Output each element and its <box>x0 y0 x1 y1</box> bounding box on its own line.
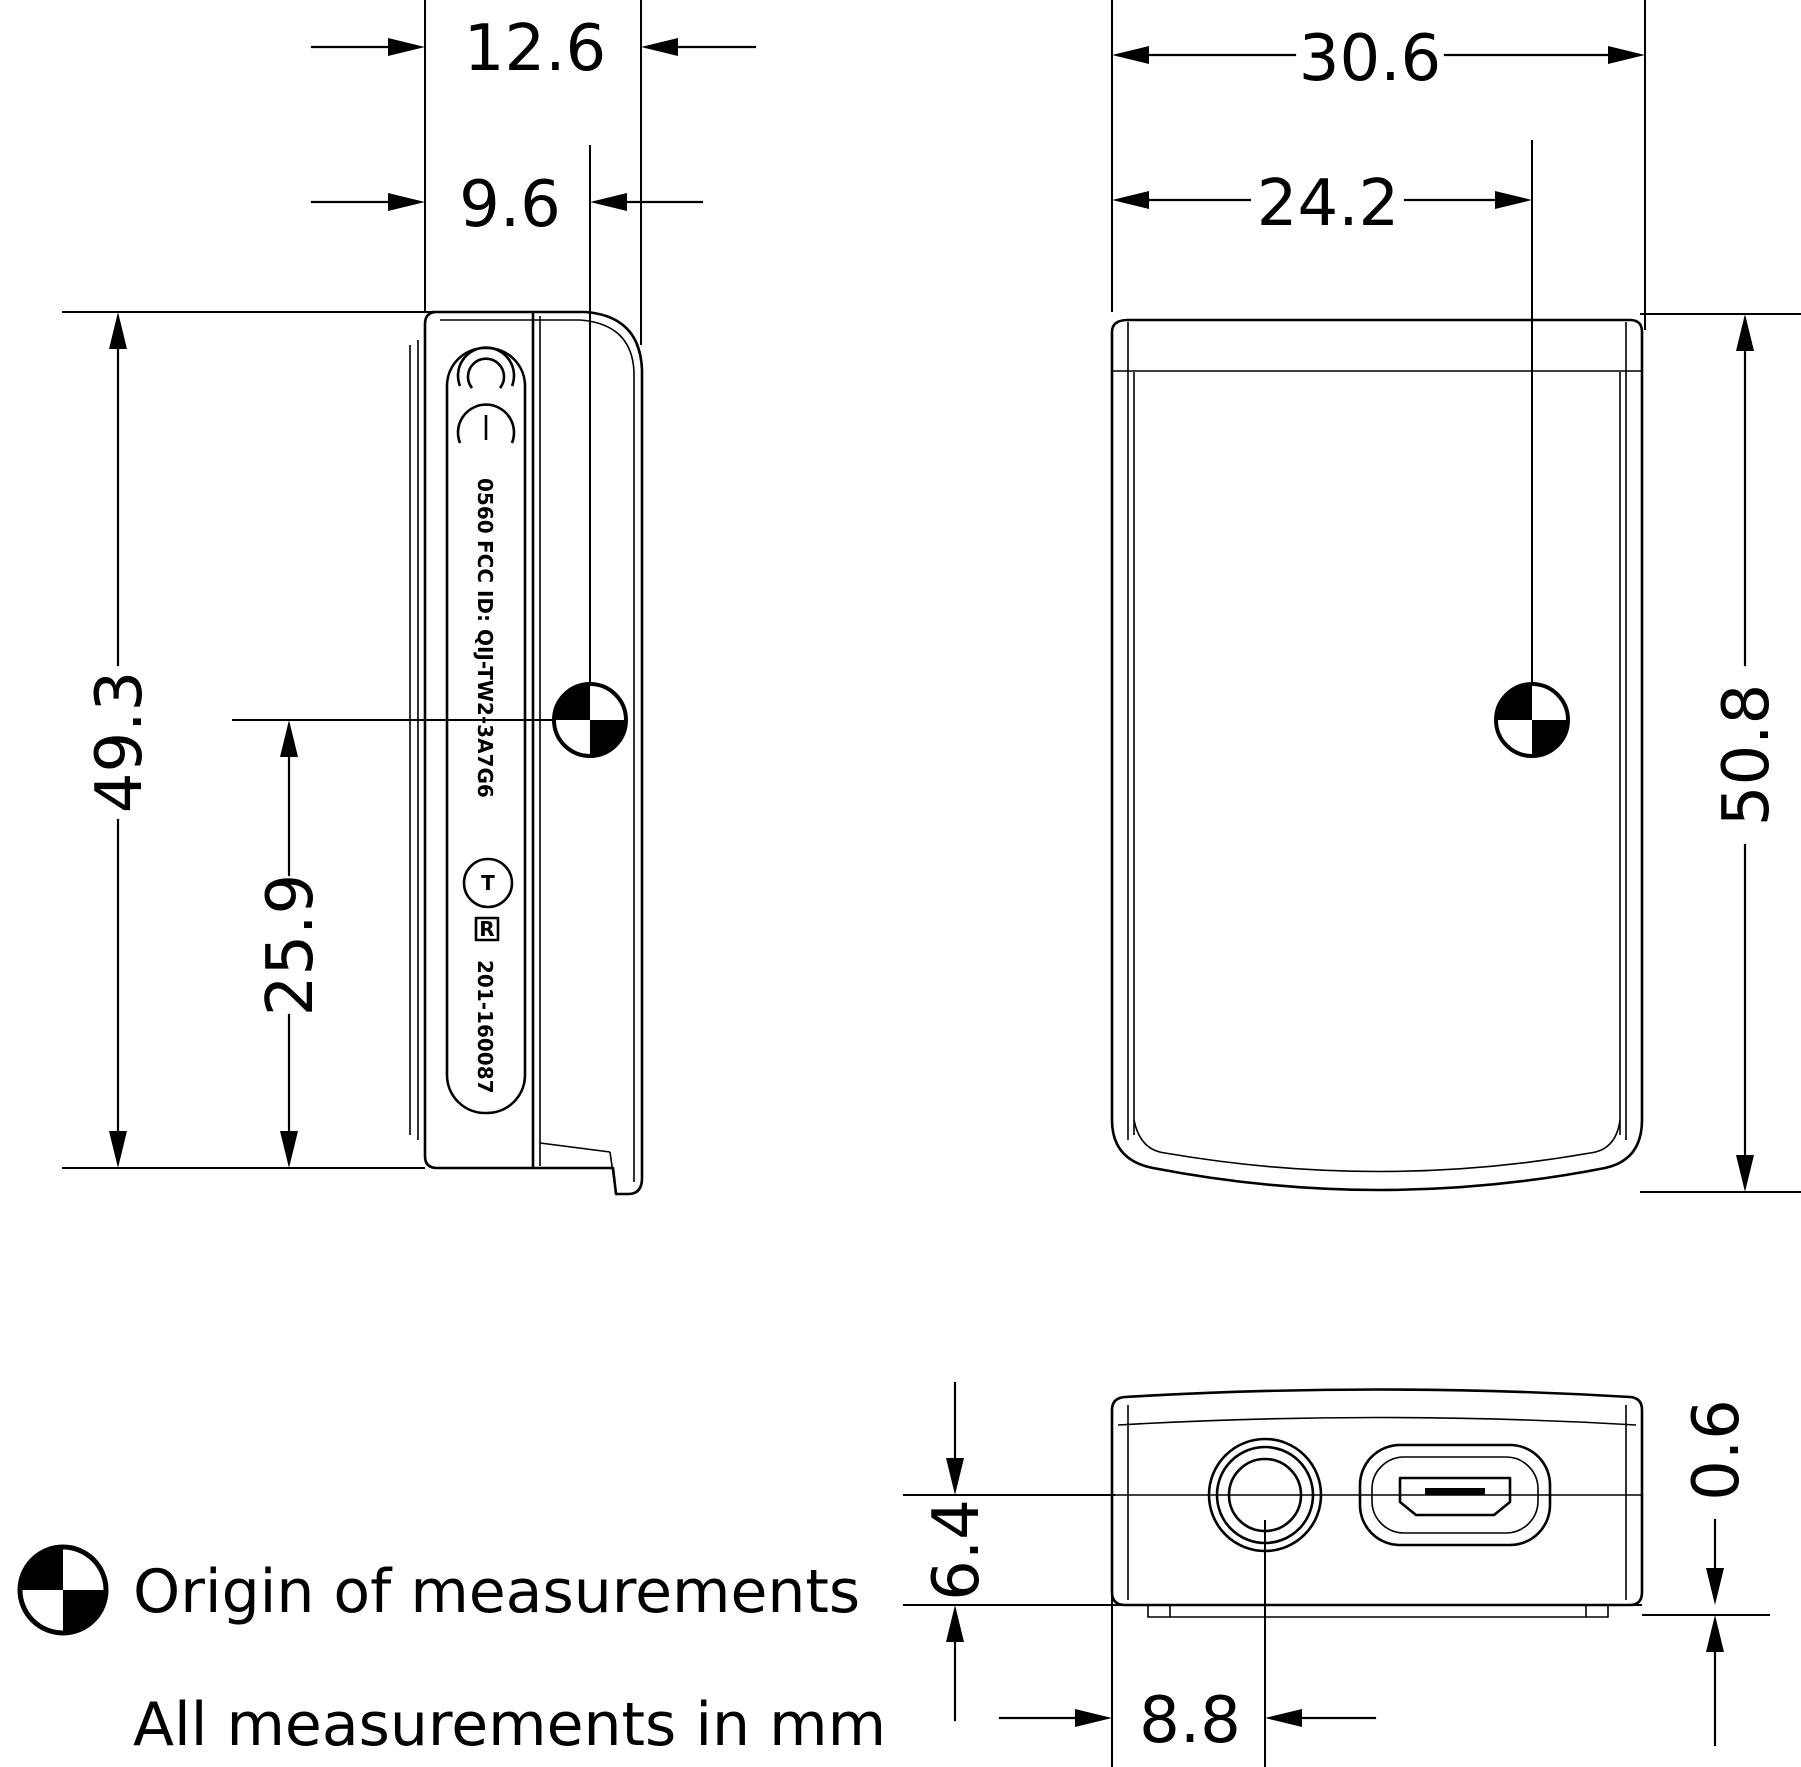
label-ic-number: 201-160087 <box>473 960 497 1094</box>
dim-8-8: 8.8 <box>1139 1684 1241 1758</box>
legend-units-text: All measurements in mm <box>133 1690 886 1760</box>
dim-30-6: 30.6 <box>1299 22 1442 96</box>
svg-text:R: R <box>479 917 494 941</box>
origin-symbol-icon <box>1494 682 1570 758</box>
ce-mark-icon <box>456 346 516 444</box>
dim-24-2: 24.2 <box>1257 167 1400 241</box>
dim-50-8: 50.8 <box>1710 684 1784 827</box>
origin-symbol-icon <box>17 1544 109 1636</box>
dim-0-6: 0.6 <box>1680 1399 1754 1501</box>
legend-origin-text: Origin of measurements <box>133 1557 860 1627</box>
dim-9-6: 9.6 <box>459 168 561 242</box>
audio-jack <box>1207 1437 1323 1553</box>
dim-12-6: 12.6 <box>464 12 607 86</box>
side-view: 12.6 9.6 49.3 25.9 <box>62 0 757 1196</box>
origin-symbol-icon <box>552 682 628 758</box>
dim-25-9: 25.9 <box>254 874 328 1017</box>
legend: Origin of measurements All measurements … <box>17 1544 886 1760</box>
svg-text:T: T <box>481 871 495 895</box>
usb-port <box>1358 1443 1552 1547</box>
label-code: 0560 <box>473 478 497 534</box>
telec-mark-icon: T <box>462 857 514 909</box>
r-mark-icon: R <box>474 916 500 942</box>
bottom-view: 6.4 0.6 8.8 <box>903 1381 1770 1767</box>
dim-6-4: 6.4 <box>920 1499 994 1601</box>
label-fcc-id: FCC ID: QIJ-TW2-3A7G6 <box>473 540 497 798</box>
front-view: 30.6 24.2 50.8 <box>1110 0 1801 1193</box>
dim-49-3: 49.3 <box>83 671 157 814</box>
